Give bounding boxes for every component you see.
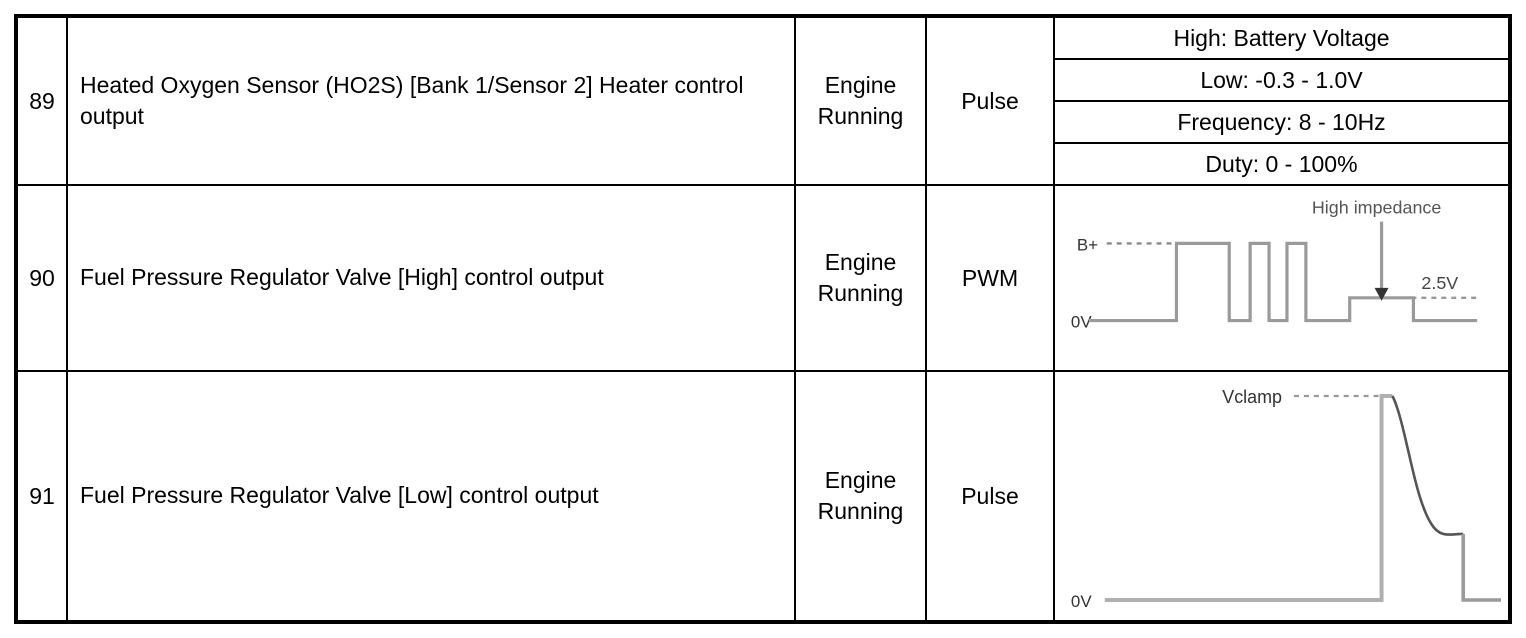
spec-line: High: Battery Voltage [1055,18,1508,60]
pwm-signal-trace [1088,241,1478,323]
pwm-waveform-diagram: B+ 0V 2.5V High impedance [1055,186,1508,370]
row-number-cell: 90 [18,186,68,370]
falling-edge-and-return-trace [1461,534,1502,602]
row-condition-cell: Engine Running [796,372,927,620]
row-description-cell: Fuel Pressure Regulator Valve [High] con… [68,186,796,370]
row-condition-cell: Engine Running [796,18,927,184]
high-level-label: B+ [1077,235,1098,254]
row-signal-type-cell: Pulse [927,372,1055,620]
row-signal-type-cell: Pulse [927,18,1055,184]
row-signal-type: Pulse [961,87,1019,114]
annotation-arrow-head [1374,287,1389,301]
row-number: 90 [29,264,55,291]
pwm-waveform-svg: B+ 0V 2.5V High impedance [1071,198,1478,332]
spec-line-list: High: Battery Voltage Low: -0.3 - 1.0V F… [1055,18,1508,184]
row-condition: Engine Running [817,466,904,524]
row-signal-type: PWM [961,264,1019,291]
row-number-cell: 89 [18,18,68,184]
row-signal-type-cell: PWM [927,186,1055,370]
row-condition-cell: Engine Running [796,186,927,370]
exponential-decay-trace [1391,395,1464,536]
clamp-level-label: Vclamp [1222,387,1282,407]
row-condition: Engine Running [817,248,904,306]
row-spec-cell: High: Battery Voltage Low: -0.3 - 1.0V F… [1055,18,1508,184]
row-description: Fuel Pressure Regulator Valve [High] con… [80,264,604,291]
clamp-decay-waveform-diagram: Vclamp 0V [1055,372,1508,620]
table-row: 89 Heated Oxygen Sensor (HO2S) [Bank 1/S… [18,18,1508,186]
row-number-cell: 91 [18,372,68,620]
row-description: Heated Oxygen Sensor (HO2S) [Bank 1/Sens… [80,71,744,129]
spec-line: Frequency: 8 - 10Hz [1055,102,1508,144]
spec-line: Duty: 0 - 100% [1205,150,1358,177]
high-impedance-annotation-label: High impedance [1312,198,1442,218]
row-description-cell: Fuel Pressure Regulator Valve [Low] cont… [68,372,796,620]
row-description-cell: Heated Oxygen Sensor (HO2S) [Bank 1/Sens… [68,18,796,184]
row-description: Fuel Pressure Regulator Valve [Low] cont… [80,482,599,509]
spec-line: Low: -0.3 - 1.0V [1055,60,1508,102]
signal-spec-table: 89 Heated Oxygen Sensor (HO2S) [Bank 1/S… [14,14,1512,624]
row-waveform-cell: Vclamp 0V [1055,372,1508,620]
table-row: 91 Fuel Pressure Regulator Valve [Low] c… [18,372,1508,620]
row-number: 89 [29,87,55,114]
clamp-decay-waveform-svg: Vclamp 0V [1071,387,1502,611]
row-waveform-cell: B+ 0V 2.5V High impedance [1055,186,1508,370]
row-condition: Engine Running [817,71,904,129]
step-level-label: 2.5V [1421,273,1458,293]
clamp-baseline-and-rise-trace [1104,394,1393,602]
low-level-label: 0V [1071,313,1092,332]
row-number: 91 [29,482,55,509]
table-row: 90 Fuel Pressure Regulator Valve [High] … [18,186,1508,372]
low-level-label: 0V [1071,592,1092,611]
row-signal-type: Pulse [961,482,1019,509]
